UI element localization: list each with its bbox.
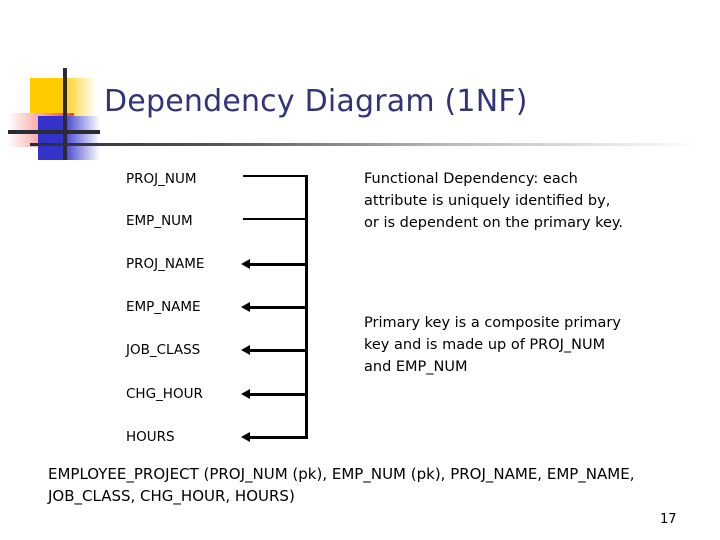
dependency-arrowhead-emp-name	[241, 302, 250, 312]
connector-line-proj-num	[243, 175, 308, 177]
page-title: Dependency Diagram (1NF)	[104, 84, 528, 119]
attribute-label-job-class: JOB_CLASS	[126, 342, 201, 358]
dependency-arrow-line-proj-name	[250, 263, 308, 266]
dependency-arrow-line-hours	[250, 436, 308, 439]
logo-horizontal-line	[8, 130, 100, 134]
relation-schema-caption: EMPLOYEE_PROJECT (PROJ_NUM (pk), EMP_NUM…	[48, 465, 635, 505]
connector-line-emp-num	[243, 218, 308, 220]
dependency-arrowhead-proj-name	[241, 259, 250, 269]
dependency-arrowhead-job-class	[241, 345, 250, 355]
attribute-label-proj-num: PROJ_NUM	[126, 171, 197, 187]
dependency-arrow-line-job-class	[250, 349, 308, 352]
attribute-label-emp-num: EMP_NUM	[126, 213, 193, 229]
dependency-arrowhead-chg-hour	[241, 389, 250, 399]
dependency-diagram: PROJ_NUM EMP_NUM PROJ_NAME EMP_NAME JOB_…	[0, 160, 340, 460]
attribute-label-chg-hour: CHG_HOUR	[126, 386, 203, 402]
logo-vertical-line	[63, 68, 67, 160]
title-divider	[30, 143, 702, 146]
dependency-arrow-line-emp-name	[250, 306, 308, 309]
dependency-arrow-line-chg-hour	[250, 393, 308, 396]
logo-blue-square	[38, 116, 100, 160]
page-number: 17	[660, 512, 677, 527]
attribute-label-emp-name: EMP_NAME	[126, 299, 201, 315]
attribute-label-proj-name: PROJ_NAME	[126, 256, 205, 272]
note-functional-dependency: Functional Dependency: each attribute is…	[364, 171, 624, 232]
slide-logo-decoration	[8, 68, 126, 160]
note-primary-key: Primary key is a composite primary key a…	[364, 315, 621, 376]
dependency-arrowhead-hours	[241, 432, 250, 442]
attribute-label-hours: HOURS	[126, 429, 175, 445]
